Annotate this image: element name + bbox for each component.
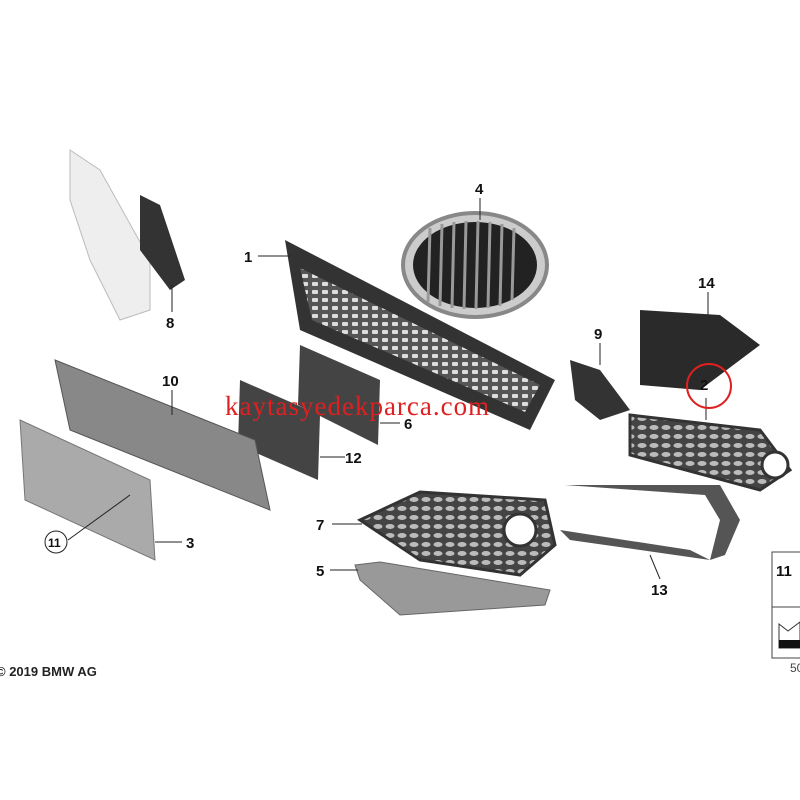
label-part-5[interactable]: 5 — [316, 563, 324, 580]
part-1-center-grille — [285, 240, 555, 430]
part-3-plate — [19, 419, 156, 561]
part-8-group — [69, 149, 185, 321]
watermark: kaytasyedekparca.com — [225, 391, 490, 421]
label-part-14[interactable]: 14 — [698, 275, 715, 292]
legend-box: 11 50 — [771, 551, 800, 675]
label-part-13[interactable]: 13 — [651, 582, 668, 599]
label-part-9[interactable]: 9 — [594, 326, 602, 343]
label-part-3[interactable]: 3 — [186, 535, 194, 552]
part-10-carrier — [54, 359, 271, 511]
label-part-7[interactable]: 7 — [316, 517, 324, 534]
legend-number: 11 — [776, 563, 792, 580]
highlight-circle — [686, 363, 732, 409]
label-part-11[interactable]: 11 — [48, 536, 61, 550]
part-14-air-duct — [640, 310, 760, 390]
part-12-cover — [238, 380, 320, 480]
copyright: © 2019 BMW AG — [0, 664, 97, 679]
label-part-12[interactable]: 12 — [345, 450, 362, 467]
part-6-cover — [298, 345, 380, 445]
part-5-bracket — [354, 561, 551, 616]
part-13-trim — [560, 485, 740, 560]
part-2-fog-grille — [628, 413, 793, 492]
label-part-2[interactable]: 2 — [700, 377, 708, 394]
label-part-10[interactable]: 10 — [162, 373, 179, 390]
label-part-8[interactable]: 8 — [166, 315, 174, 332]
circled-label-11 — [44, 530, 68, 554]
label-part-4[interactable]: 4 — [475, 181, 484, 198]
part-4-kidney-grille — [401, 211, 549, 319]
label-part-1[interactable]: 1 — [244, 249, 252, 266]
part-7-fog-grille — [356, 490, 557, 577]
legend-code: 50 — [790, 661, 800, 675]
part-9-cover — [570, 360, 630, 420]
label-part-6[interactable]: 6 — [404, 416, 412, 433]
